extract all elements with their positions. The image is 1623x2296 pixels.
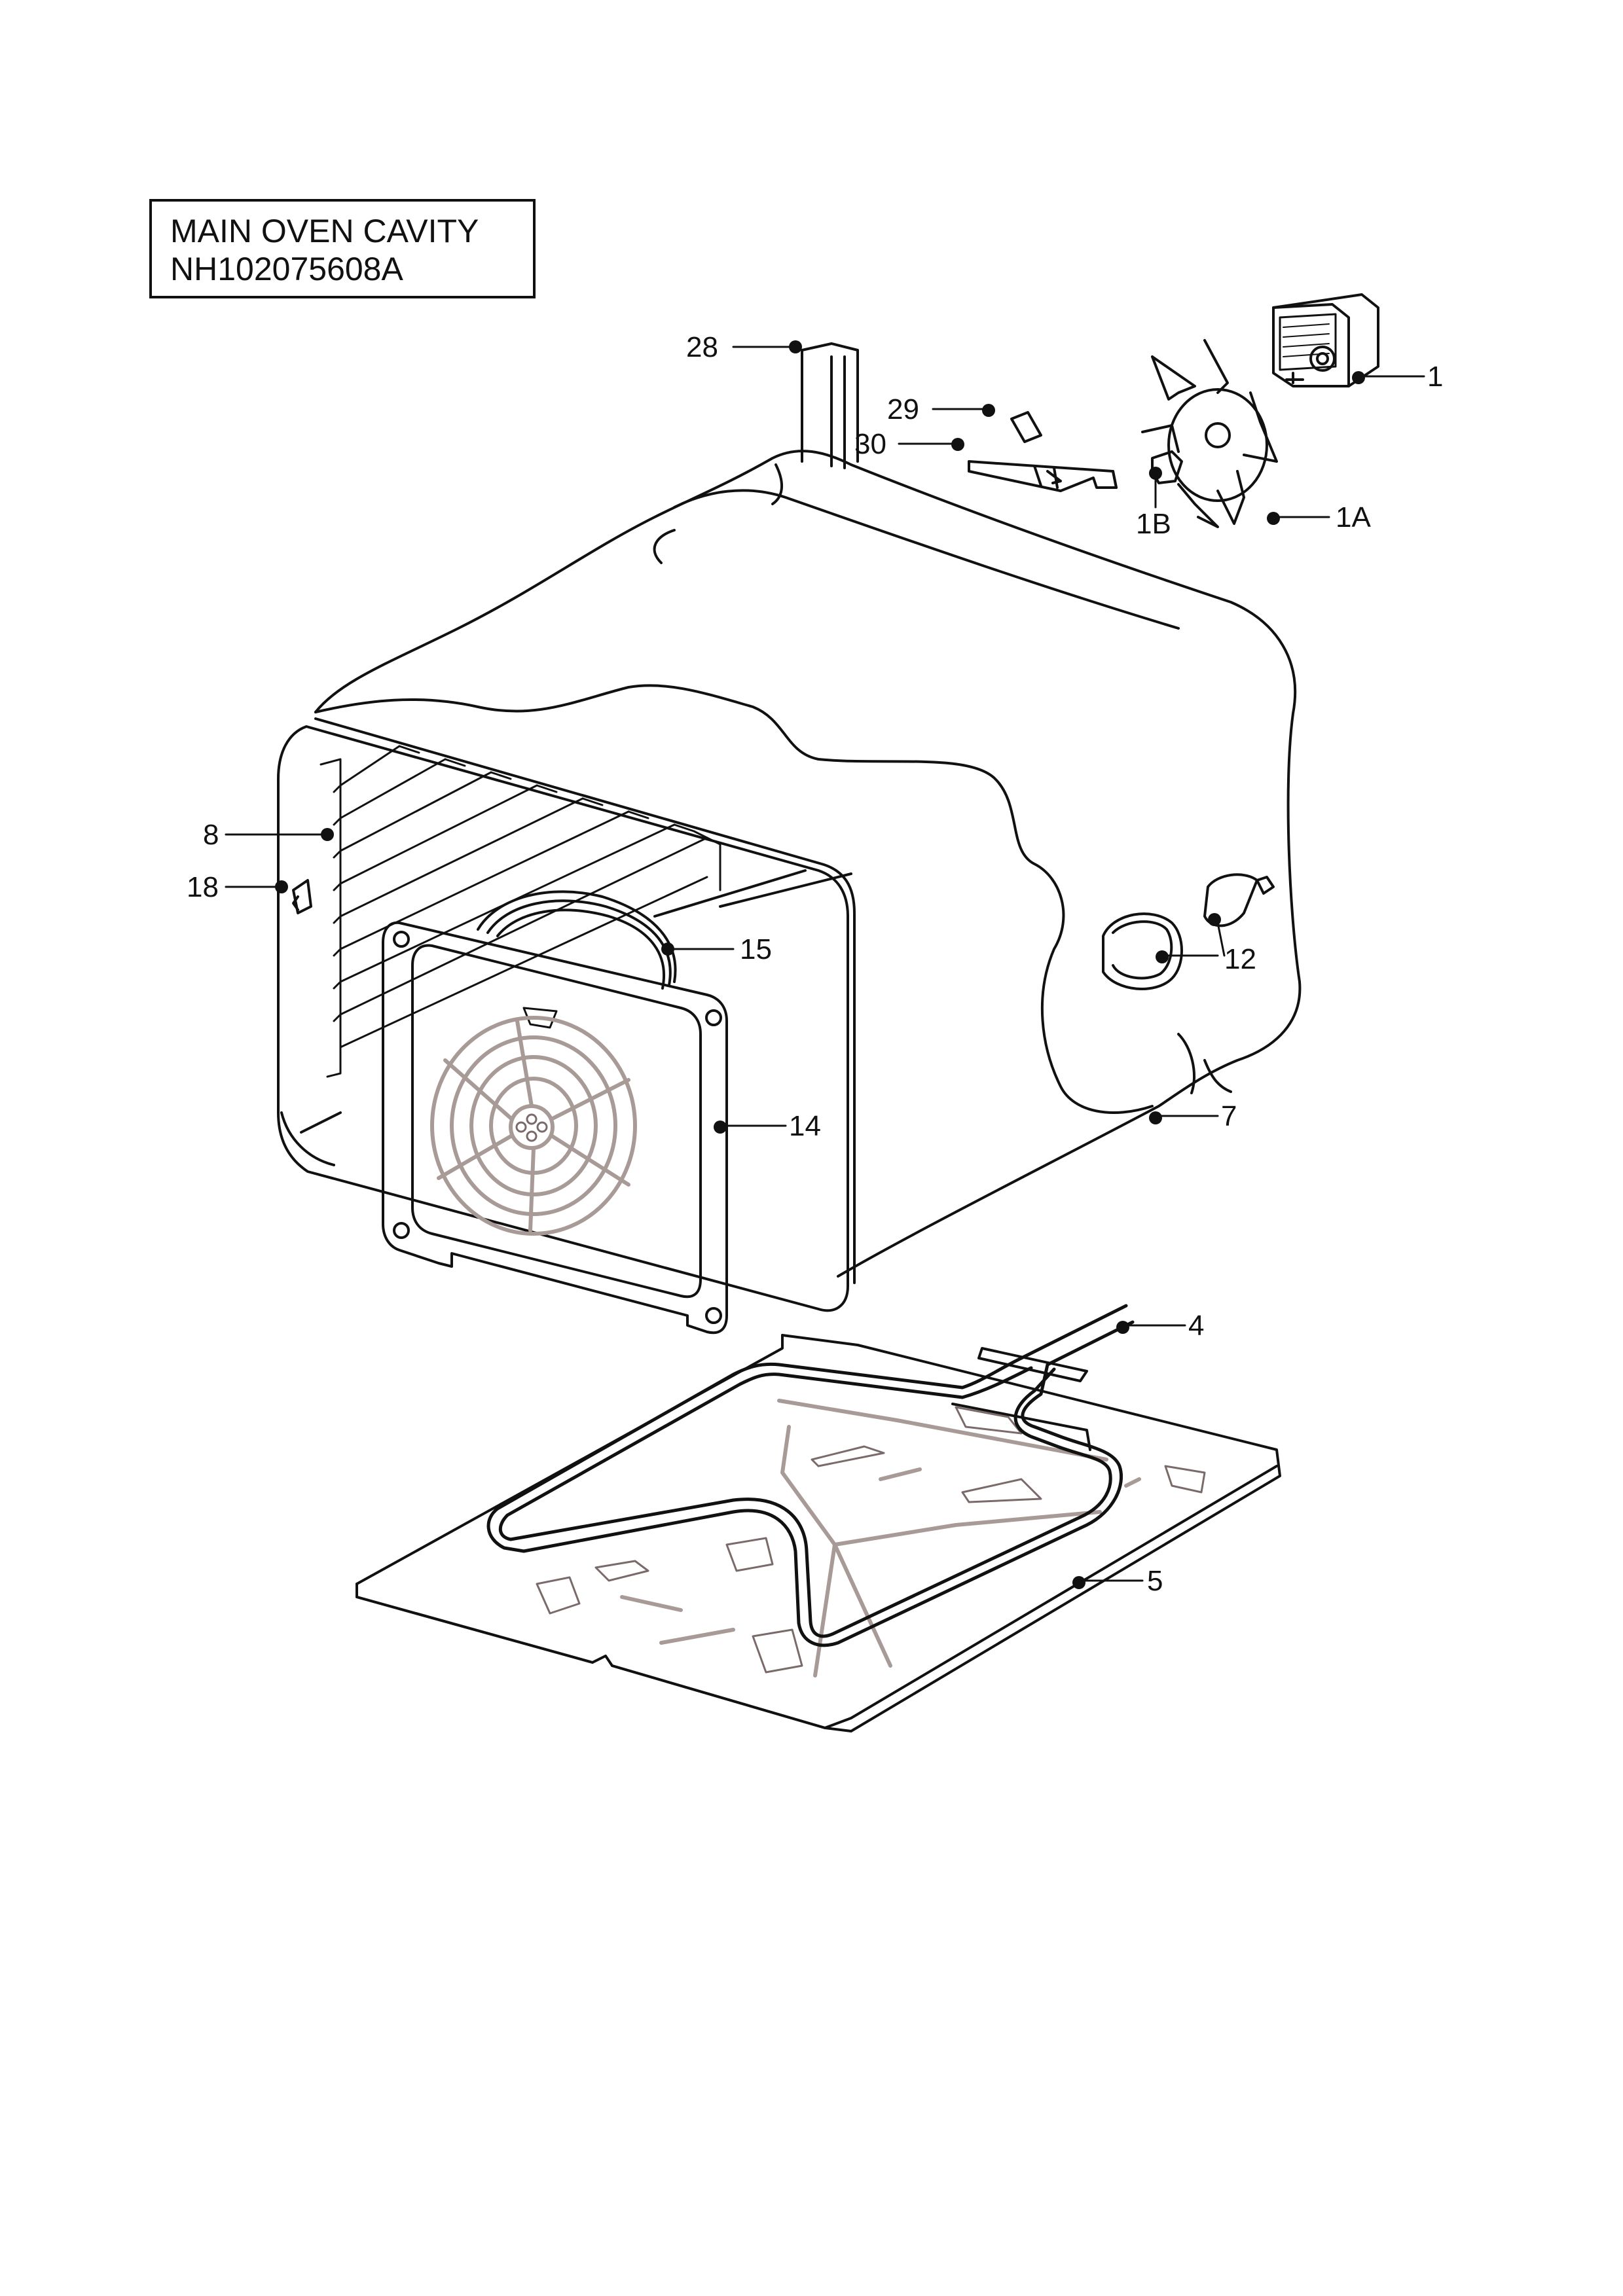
- callout-1b: 1B: [1136, 508, 1171, 540]
- callout-4: 4: [1188, 1310, 1204, 1342]
- insulation-wrap: [314, 450, 1302, 1278]
- callout-8: 8: [203, 819, 219, 851]
- callout-29: 29: [887, 393, 919, 425]
- rear-guide-channel: [801, 342, 859, 469]
- shelf-runner: [319, 745, 721, 1078]
- callout-12: 12: [1224, 943, 1256, 975]
- floor-panel: [356, 1334, 1281, 1732]
- oven-cavity-box: [277, 717, 856, 1312]
- callout-dots: [275, 340, 1365, 1589]
- base-heating-element: [486, 1304, 1135, 1647]
- callout-1a: 1A: [1336, 501, 1371, 533]
- callout-5: 5: [1147, 1565, 1163, 1597]
- callout-labels: 28 29 30 1 1B 1A 8 18 15 12 14 7 4 5: [187, 331, 1443, 1597]
- title-box: MAIN OVEN CAVITY NH102075608A: [149, 199, 536, 298]
- diagram-title: MAIN OVEN CAVITY: [170, 213, 479, 249]
- callout-28: 28: [686, 331, 718, 363]
- callout-15: 15: [740, 933, 772, 965]
- part-number: NH102075608A: [170, 251, 403, 287]
- callout-leaders: [225, 346, 1425, 1582]
- runner-bracket: [292, 879, 312, 914]
- callout-30: 30: [854, 428, 886, 460]
- callout-1: 1: [1427, 361, 1443, 393]
- callout-7: 7: [1221, 1100, 1237, 1132]
- fan-blade: [1141, 339, 1278, 528]
- fan-back-panel: [382, 921, 728, 1335]
- callout-14: 14: [789, 1110, 821, 1142]
- callout-18: 18: [187, 871, 219, 903]
- clip-bracket: [968, 411, 1118, 492]
